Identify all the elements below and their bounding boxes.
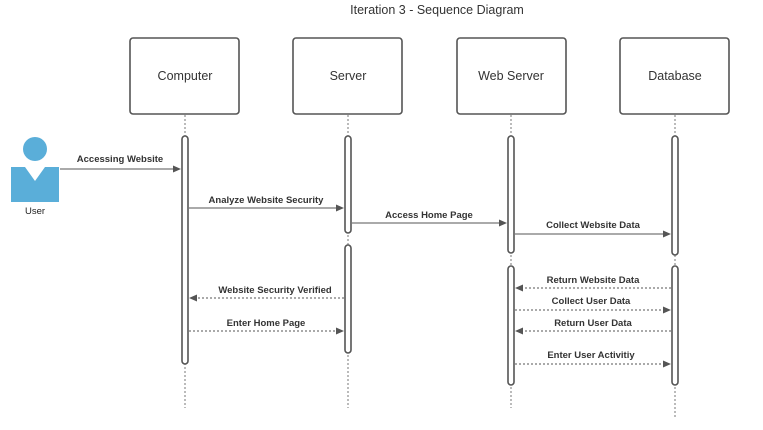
message-analyze-website-security: Analyze Website Security bbox=[189, 195, 344, 212]
message-label: Enter Home Page bbox=[227, 318, 306, 329]
participant-label: Database bbox=[648, 69, 702, 83]
message-return-user-data: Return User Data bbox=[515, 318, 671, 335]
message-label: Accessing Website bbox=[77, 154, 163, 165]
message-enter-home-page: Enter Home Page bbox=[189, 318, 344, 335]
diagram-title: Iteration 3 - Sequence Diagram bbox=[350, 3, 524, 17]
participant-database[interactable]: Database bbox=[619, 37, 730, 115]
message-website-security-verified: Website Security Verified bbox=[189, 285, 344, 302]
activation-server-2 bbox=[344, 244, 352, 354]
activation-server-1 bbox=[344, 135, 352, 234]
activation-database-2 bbox=[671, 265, 679, 386]
participant-webserver[interactable]: Web Server bbox=[456, 37, 567, 115]
arrow-right-icon bbox=[499, 219, 507, 227]
activation-database-1 bbox=[671, 135, 679, 256]
lifelines bbox=[184, 115, 676, 418]
message-label: Analyze Website Security bbox=[209, 195, 325, 206]
message-label: Return Website Data bbox=[547, 275, 640, 286]
activation-webserver-1 bbox=[507, 135, 515, 254]
message-collect-website-data: Collect Website Data bbox=[515, 220, 671, 238]
participant-box bbox=[129, 37, 240, 115]
user-icon bbox=[23, 137, 47, 161]
participant-computer[interactable]: Computer bbox=[129, 37, 240, 115]
message-accessing-website: Accessing Website bbox=[60, 154, 181, 173]
user-body-icon bbox=[11, 167, 59, 202]
messages: Accessing Website Analyze Website Securi… bbox=[60, 154, 671, 368]
arrow-left-icon bbox=[189, 294, 197, 302]
arrow-right-icon bbox=[336, 204, 344, 212]
message-label: Access Home Page bbox=[385, 210, 473, 221]
activation-computer bbox=[181, 135, 189, 365]
message-access-home-page: Access Home Page bbox=[352, 210, 507, 227]
participant-label: Server bbox=[330, 69, 367, 83]
participant-box bbox=[292, 37, 403, 115]
arrow-right-icon bbox=[336, 327, 344, 335]
message-label: Website Security Verified bbox=[218, 285, 332, 296]
arrow-right-icon bbox=[663, 360, 671, 368]
message-label: Collect User Data bbox=[552, 296, 631, 307]
participant-label: Computer bbox=[158, 69, 213, 83]
activations bbox=[181, 135, 679, 386]
message-enter-user-activity: Enter User Activitiy bbox=[515, 350, 671, 368]
arrow-right-icon bbox=[173, 165, 181, 173]
activation-webserver-2 bbox=[507, 265, 515, 386]
arrow-left-icon bbox=[515, 284, 523, 292]
arrow-right-icon bbox=[663, 306, 671, 314]
participant-box bbox=[619, 37, 730, 115]
participant-box bbox=[456, 37, 567, 115]
actor-label: User bbox=[25, 206, 45, 217]
message-label: Enter User Activitiy bbox=[547, 350, 635, 361]
message-label: Return User Data bbox=[554, 318, 632, 329]
message-collect-user-data: Collect User Data bbox=[515, 296, 671, 314]
message-label: Collect Website Data bbox=[546, 220, 641, 231]
arrow-left-icon bbox=[515, 327, 523, 335]
message-return-website-data: Return Website Data bbox=[515, 275, 671, 292]
participant-server[interactable]: Server bbox=[292, 37, 403, 115]
participant-label: Web Server bbox=[478, 69, 544, 83]
arrow-right-icon bbox=[663, 230, 671, 238]
actor-user[interactable]: User bbox=[11, 137, 59, 217]
